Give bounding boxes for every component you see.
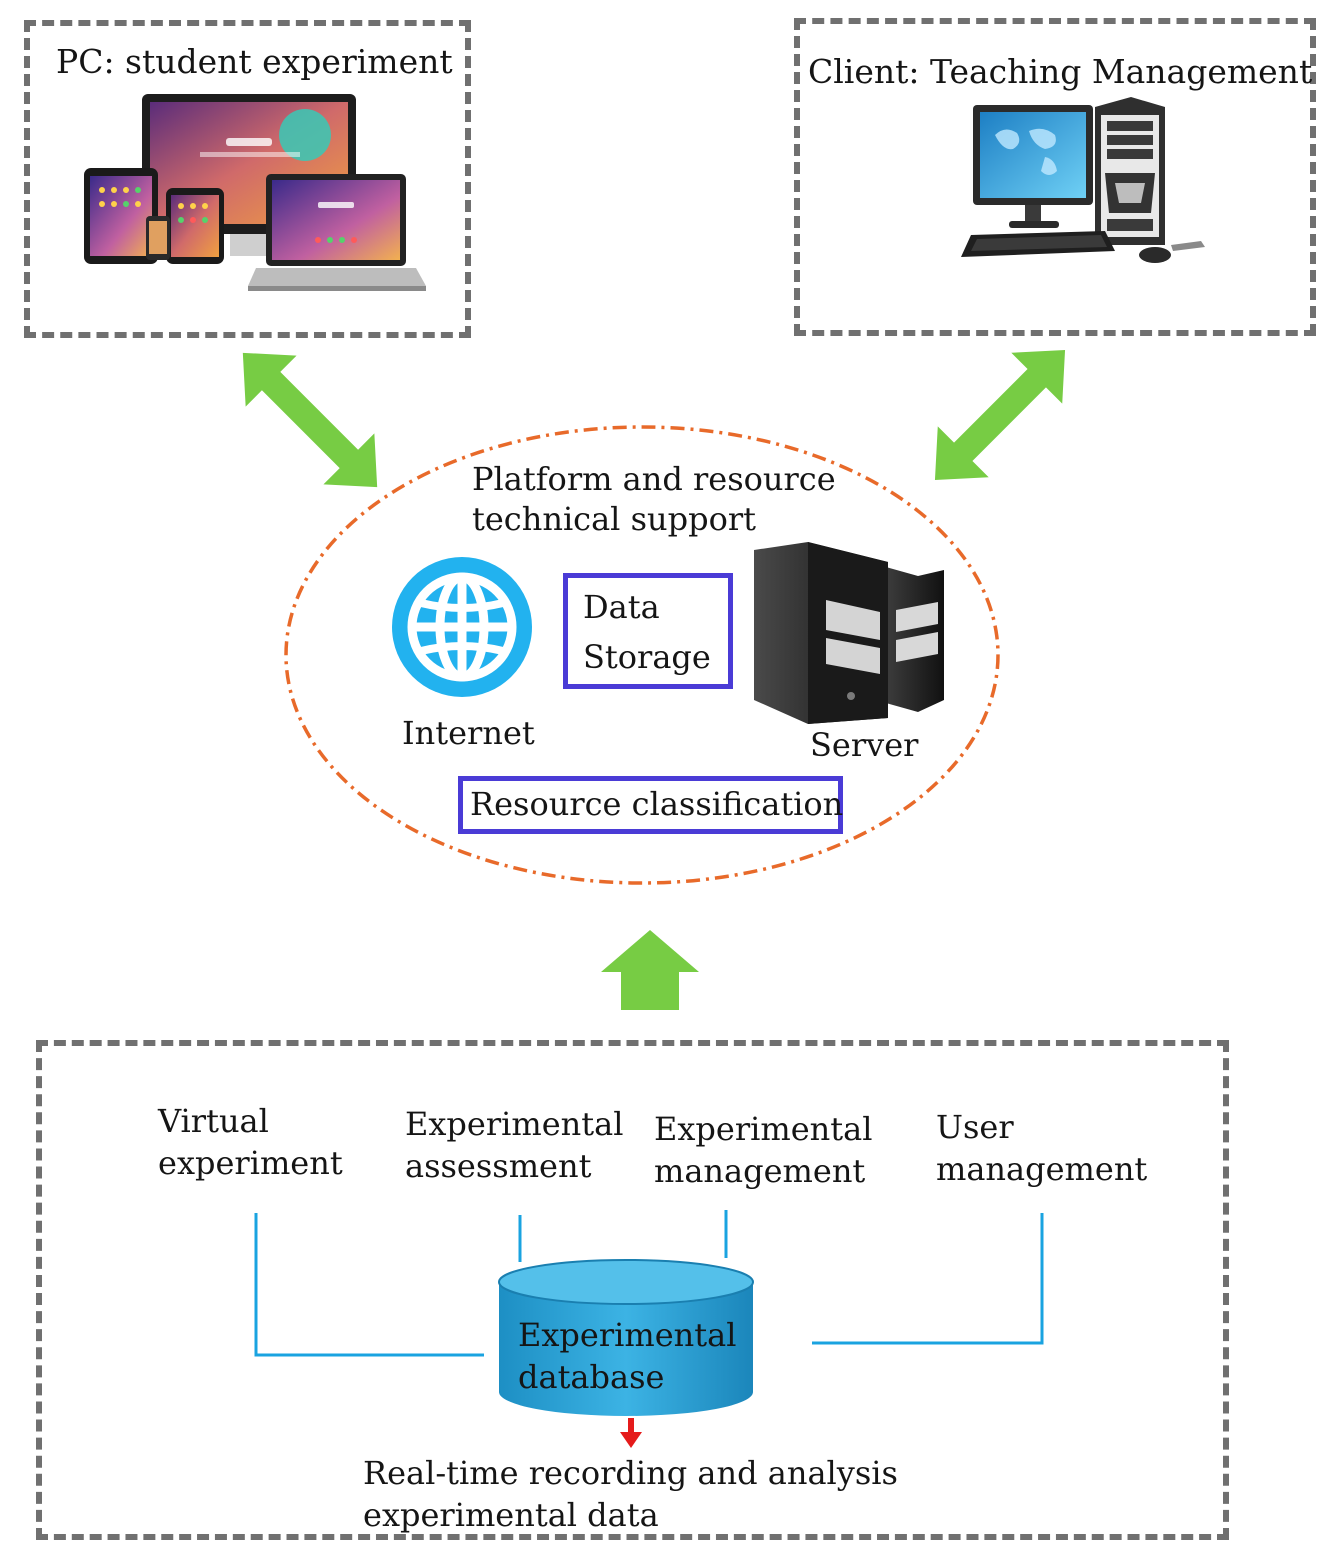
recording-line1: Real-time recording and analysis bbox=[363, 1454, 898, 1492]
data-storage-line1: Data bbox=[583, 588, 660, 626]
globe-icon bbox=[392, 557, 532, 697]
double-arrow-left bbox=[242, 352, 378, 488]
server-label: Server bbox=[810, 726, 919, 764]
resource-classification-label: Resource classification bbox=[470, 785, 844, 823]
module-user-line1: User bbox=[936, 1108, 1014, 1146]
module-assessment-line1: Experimental bbox=[405, 1105, 624, 1143]
client-panel-title: Client: Teaching Management bbox=[808, 52, 1313, 91]
server-icon bbox=[754, 542, 944, 724]
module-assessment-line2: assessment bbox=[405, 1147, 592, 1185]
student-panel-title: PC: student experiment bbox=[56, 42, 453, 81]
experiment-system-panel bbox=[36, 1040, 1229, 1540]
small-down-arrow bbox=[620, 1418, 642, 1448]
devices-icon bbox=[84, 94, 426, 291]
internet-label: Internet bbox=[402, 714, 535, 752]
connector-virtual bbox=[254, 1213, 484, 1357]
connector-user bbox=[812, 1213, 1044, 1345]
module-virtual-line1: Virtual bbox=[158, 1102, 269, 1140]
database-label-line2: database bbox=[518, 1358, 665, 1396]
module-management-line1: Experimental bbox=[654, 1110, 873, 1148]
database-icon bbox=[498, 1259, 754, 1416]
module-management-line2: management bbox=[654, 1152, 866, 1190]
recording-line2: experimental data bbox=[363, 1496, 659, 1534]
up-arrow bbox=[601, 930, 699, 1010]
desktop-computer-icon bbox=[961, 97, 1205, 263]
double-arrow-right bbox=[934, 349, 1066, 481]
platform-title-line1: Platform and resource bbox=[472, 460, 836, 498]
client-management-panel bbox=[794, 18, 1316, 336]
resource-classification-box bbox=[458, 776, 843, 834]
data-storage-box bbox=[563, 573, 733, 689]
student-experiment-panel bbox=[24, 20, 471, 338]
module-user-line2: management bbox=[936, 1150, 1148, 1188]
platform-title-line2: technical support bbox=[472, 500, 756, 538]
data-storage-line2: Storage bbox=[583, 638, 711, 676]
database-label-line1: Experimental bbox=[518, 1316, 737, 1354]
module-virtual-line2: experiment bbox=[158, 1144, 343, 1182]
platform-ellipse bbox=[284, 425, 1000, 885]
